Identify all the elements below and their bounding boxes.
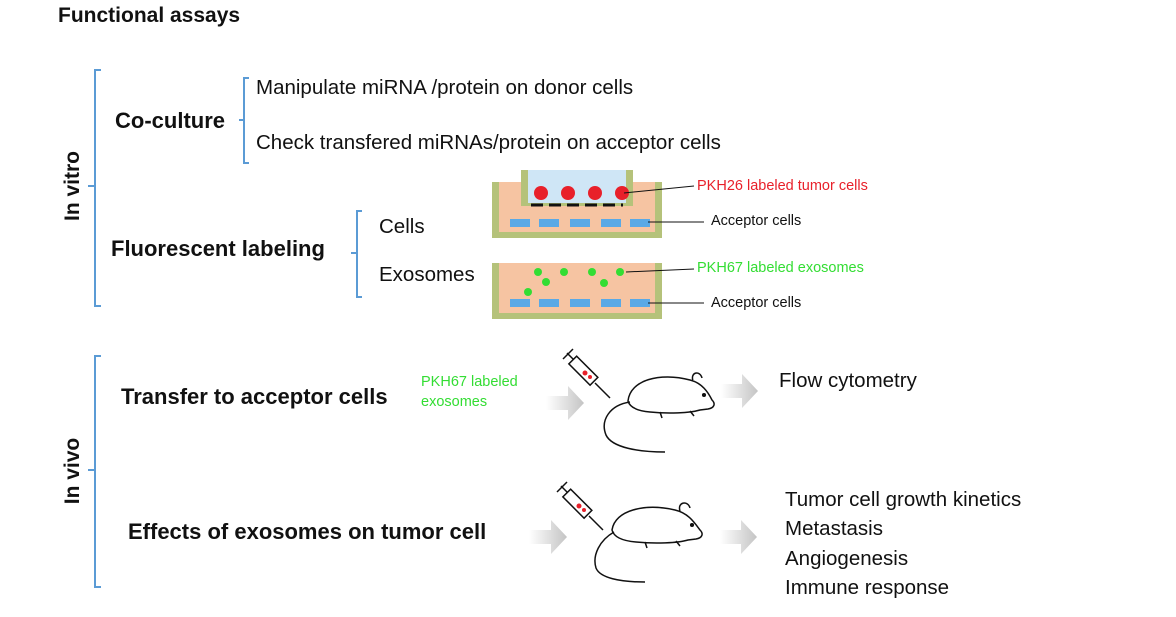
in-vivo-bracket xyxy=(88,355,101,588)
coculture-item: Check transfered miRNAs/protein on accep… xyxy=(256,131,721,154)
pkh26-label: PKH26 labeled tumor cells xyxy=(697,178,868,194)
arrow-effects-out xyxy=(720,520,757,554)
arrow-effects-in xyxy=(529,520,567,554)
fluorescent-labeling-label: Fluorescent labeling xyxy=(111,236,325,261)
effects-result-item: Immune response xyxy=(785,576,950,599)
arrow-transfer-out xyxy=(721,374,758,408)
well-cells xyxy=(492,170,704,238)
pkh67-label: PKH67 labeled exosomes xyxy=(697,260,864,276)
well-exosomes xyxy=(492,263,704,319)
exosomes-label: Exosomes xyxy=(379,263,475,286)
transfer-label: Transfer to acceptor cells xyxy=(121,384,388,409)
acceptor-cells-label: Acceptor cells xyxy=(711,295,802,311)
effects-result-item: Tumor cell growth kinetics xyxy=(785,488,1022,511)
coculture-item: Manipulate miRNA /protein on donor cells xyxy=(256,76,634,99)
mouse-icon-1 xyxy=(603,372,715,453)
cells-label: Cells xyxy=(379,215,425,238)
in-vitro-bracket xyxy=(88,69,101,307)
page-title: Functional assays xyxy=(58,4,241,27)
flow-cytometry-label: Flow cytometry xyxy=(779,369,917,392)
acceptor-cells-label: Acceptor cells xyxy=(711,213,802,229)
fluorescent-bracket xyxy=(351,210,362,298)
coculture-label: Co-culture xyxy=(115,108,225,133)
effects-result-item: Metastasis xyxy=(785,517,883,540)
syringe-icon-2 xyxy=(556,481,604,531)
pkh67-input-label: PKH67 labeled xyxy=(421,374,518,390)
in-vitro-label: In vitro xyxy=(61,151,84,222)
syringe-icon-1 xyxy=(562,348,611,399)
effects-result-item: Angiogenesis xyxy=(785,547,909,570)
mouse-icon-2 xyxy=(594,502,703,583)
coculture-bracket xyxy=(239,77,249,164)
pkh67-input-label: exosomes xyxy=(421,394,488,410)
effects-label: Effects of exosomes on tumor cell xyxy=(128,519,487,544)
arrow-transfer-in xyxy=(546,386,584,420)
in-vivo-label: In vivo xyxy=(61,437,84,505)
